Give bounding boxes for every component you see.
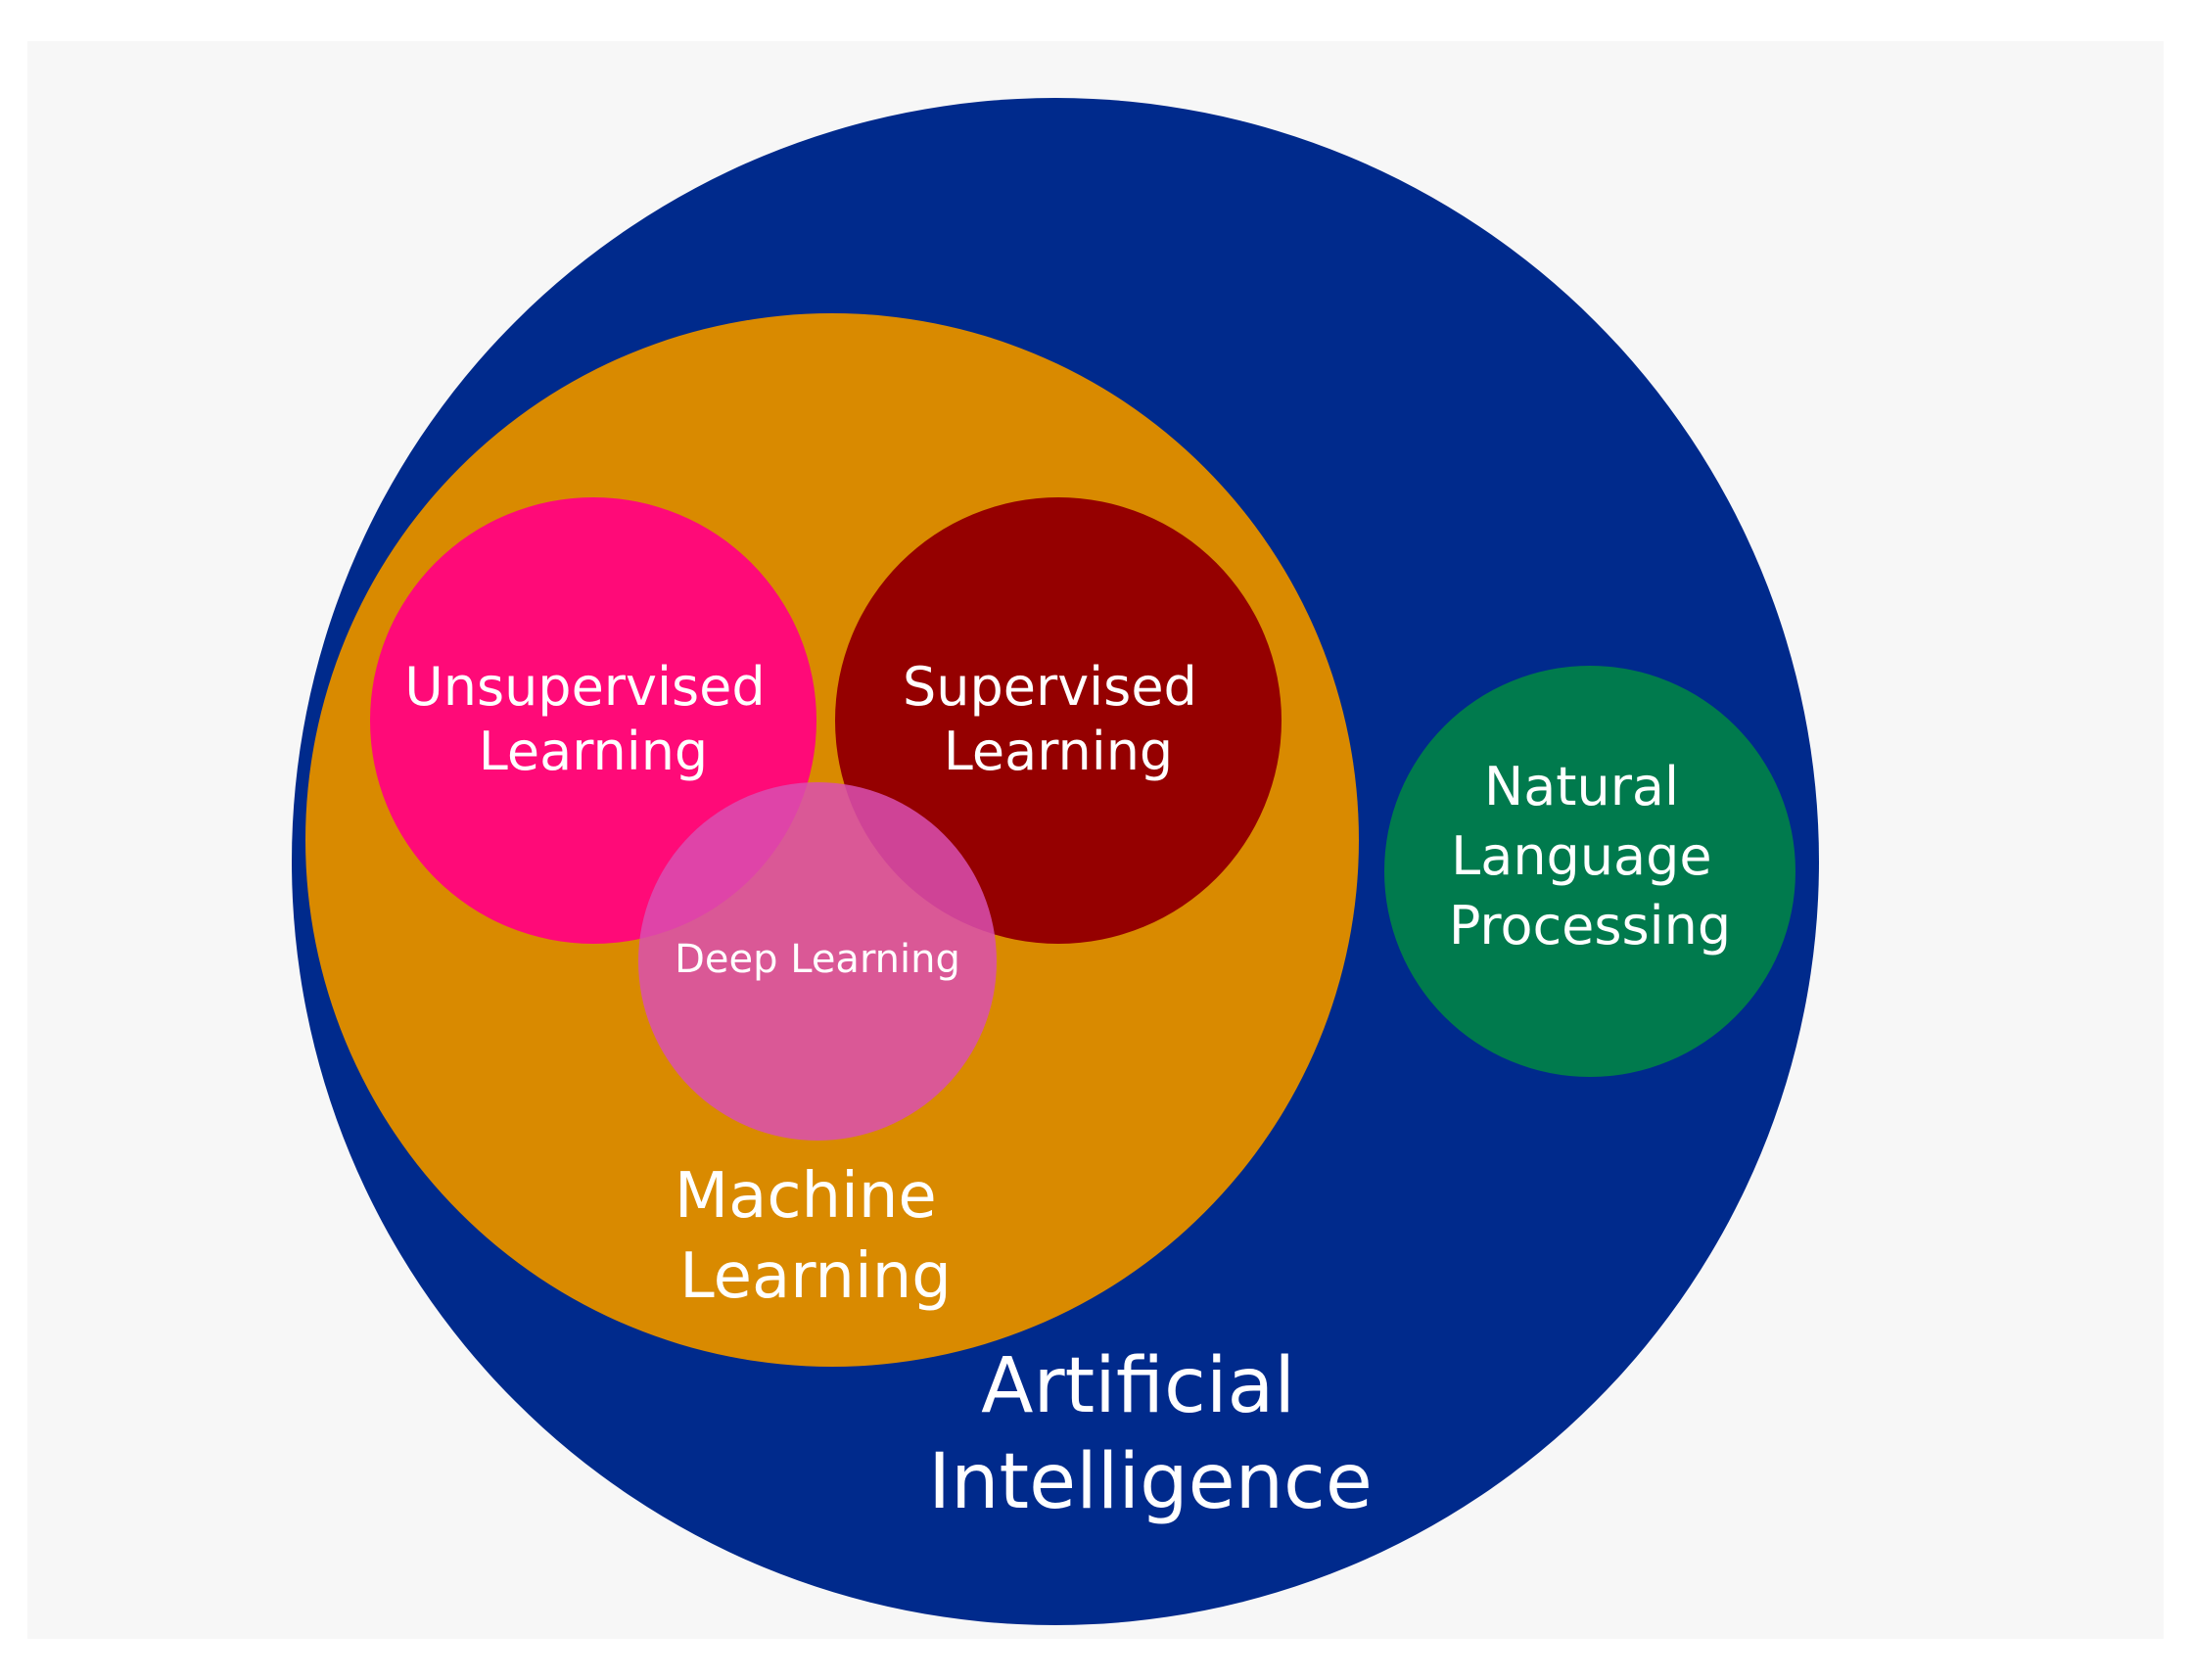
ml-label: Machine Learning	[675, 1160, 956, 1313]
nlp-circle	[1384, 666, 1795, 1077]
unsupervised-label-line-1: Unsupervised	[404, 656, 765, 718]
deep-learning-circle	[638, 782, 997, 1141]
unsupervised-label: Unsupervised Learning	[404, 656, 782, 782]
nlp-label-line-2: Language	[1451, 825, 1712, 887]
nlp-label-line-1: Natural	[1484, 756, 1679, 817]
deep-learning-label: Deep Learning	[675, 937, 960, 982]
unsupervised-label-line-2: Learning	[479, 721, 708, 782]
supervised-label: Supervised Learning	[903, 656, 1214, 782]
ai-label-line-1: Artificial	[981, 1342, 1295, 1430]
supervised-label-line-1: Supervised	[903, 656, 1197, 718]
ml-label-line-2: Learning	[679, 1240, 952, 1313]
supervised-circle	[835, 497, 1282, 944]
ml-label-line-1: Machine	[675, 1160, 937, 1233]
nlp-label-line-3: Processing	[1449, 895, 1731, 957]
supervised-label-line-2: Learning	[944, 721, 1173, 782]
ai-label: Artificial Intelligence	[928, 1342, 1373, 1526]
ai-label-line-2: Intelligence	[928, 1438, 1373, 1526]
nlp-label: Natural Language Processing	[1449, 756, 1731, 957]
